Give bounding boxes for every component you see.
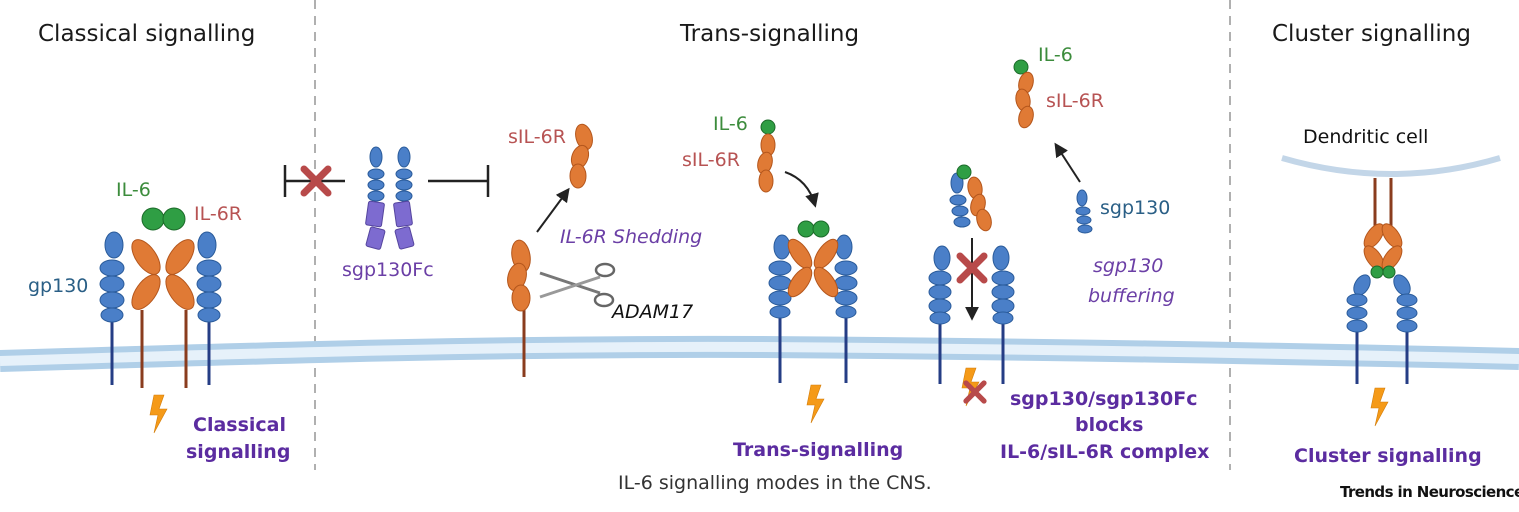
outcome-blocks-line1: sgp130/sgp130Fc [1010,388,1198,410]
il6-sil6r-complex-free [757,119,776,193]
figure-caption: IL-6 signalling modes in the CNS. [618,472,932,494]
outcome-cluster: Cluster signalling [1294,445,1482,467]
label-gp130-classical: gp130 [28,275,88,297]
header-cluster: Cluster signalling [1272,21,1471,47]
scissors-icon [539,262,616,308]
outcome-blocks-line3: IL-6/sIL-6R complex [1000,441,1209,463]
lightning-icon [149,394,168,434]
buffering-arrow [1054,142,1081,183]
binding-arrow [784,171,819,208]
lightning-icon [806,384,825,424]
sgp130fc-molecule [365,146,415,250]
label-sgp130fc: sgp130Fc [342,259,434,281]
label-il6-buffer: IL-6 [1038,44,1073,66]
label-sgp130-buffering-line2: buffering [1088,285,1175,307]
classical-complex [99,207,222,388]
sgp130-free [1075,189,1093,234]
label-adam17: ADAM17 [610,301,693,323]
label-il6r-shedding: IL-6R Shedding [560,226,702,248]
outcome-classical-line1: Classical [193,414,286,436]
label-sil6r-trans: sIL-6R [682,149,740,171]
label-sgp130: sgp130 [1100,197,1170,219]
membrane-gp130-pair [928,245,1015,384]
label-sgp130-buffering-line1: sgp130 [1093,255,1163,277]
outcome-blocks-line2: blocks [1075,414,1143,436]
header-classical: Classical signalling [38,21,255,47]
journal-logo: Trends in Neurosciences [1340,483,1519,501]
label-dendritic-cell: Dendritic cell [1303,126,1428,148]
lightning-icon [1370,387,1389,427]
label-sil6r-shed: sIL-6R [508,126,566,148]
label-sil6r-buffer: sIL-6R [1046,90,1104,112]
dendritic-cell-membrane [1281,155,1501,177]
shedding-arrow [536,187,570,233]
header-trans: Trans-signalling [679,21,859,47]
sgp130-bound-complex [949,164,992,232]
label-il6-trans: IL-6 [713,113,748,135]
il6-sil6r-complex-buffer [1013,59,1034,129]
trans-complex [768,220,858,383]
sil6r-free [569,123,593,189]
outcome-classical-line2: signalling [186,441,290,463]
label-il6-classical: IL-6 [116,179,151,201]
membrane-il6r [507,239,531,377]
cluster-complex [1346,178,1418,384]
label-il6r-classical: IL-6R [194,203,242,225]
cell-membrane [0,335,1519,372]
outcome-trans: Trans-signalling [733,439,903,461]
